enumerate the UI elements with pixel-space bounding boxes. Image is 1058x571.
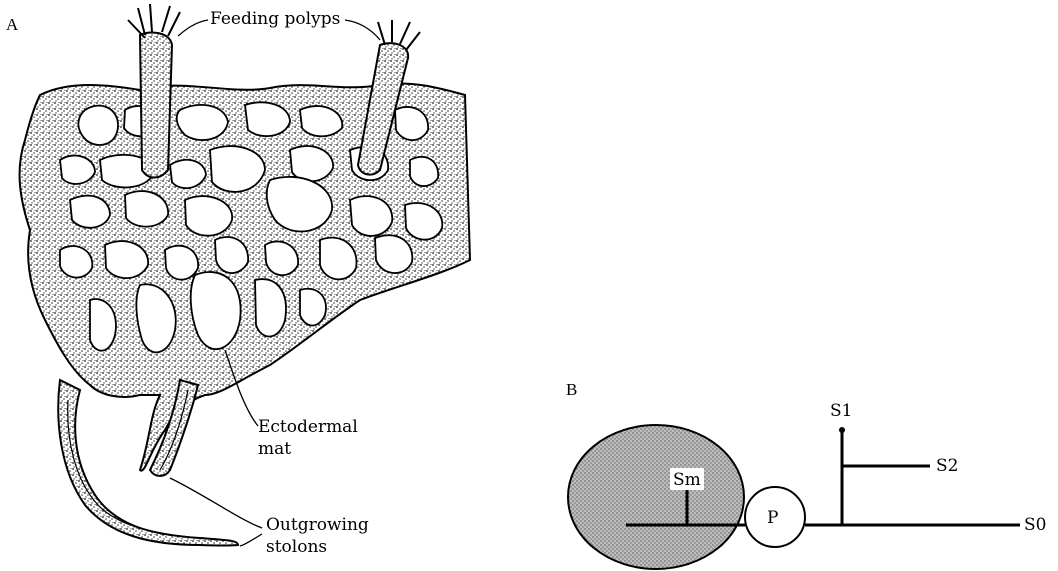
- panel-a-letter: A: [6, 15, 19, 34]
- label-stolons: stolons: [266, 537, 327, 557]
- label-outgrowing: Outgrowing: [266, 515, 369, 535]
- label-s1: S1: [830, 401, 852, 421]
- leader-stolon-long: [240, 534, 262, 546]
- label-ectodermal: Ectodermal: [258, 417, 358, 437]
- label-sm: Sm: [673, 470, 701, 490]
- colony-drawing: [20, 4, 470, 545]
- schematic-b: Sm P S1 S2 S0: [568, 401, 1046, 569]
- leader-polyps-right: [345, 20, 380, 40]
- leader-stolon-short: [170, 478, 262, 528]
- label-p: P: [767, 508, 778, 528]
- leader-polyps-left: [178, 20, 208, 36]
- label-mat: mat: [258, 439, 291, 459]
- label-feeding-polyps: Feeding polyps: [210, 9, 340, 29]
- label-s2: S2: [936, 456, 958, 476]
- s1-tip: [839, 427, 845, 433]
- label-s0: S0: [1024, 515, 1046, 535]
- panel-b-letter: B: [566, 380, 577, 399]
- stolon-mat-ellipse: [568, 425, 744, 569]
